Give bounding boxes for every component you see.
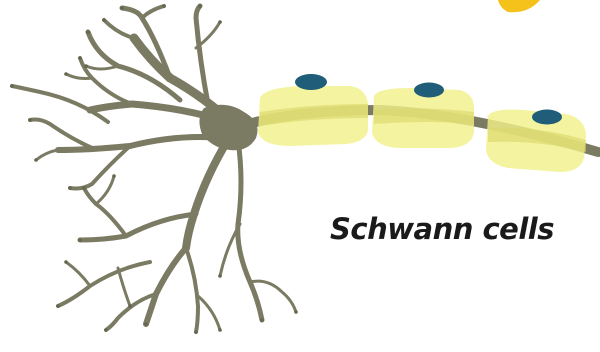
schwann-cells-label: Schwann cells: [330, 212, 554, 246]
nucleus-3: [532, 110, 562, 125]
schwann-cell-3: [486, 110, 586, 173]
dendrites: [12, 6, 235, 189]
nucleus-2: [414, 83, 444, 98]
corner-yellow-shape: [498, 0, 540, 12]
schwann-cell-1: [258, 74, 368, 146]
lower-dendrites: [58, 140, 296, 332]
dendrite-tips: [10, 4, 298, 334]
schwann-cell-2: [372, 83, 474, 149]
nucleus-1: [295, 74, 327, 90]
